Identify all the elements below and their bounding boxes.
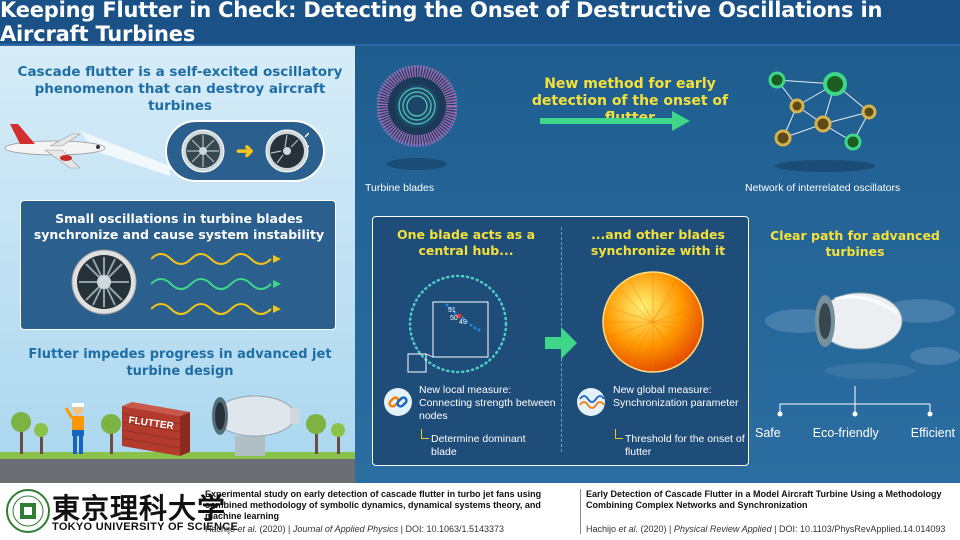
ref2-year: (2020) | [638,524,674,534]
global-measure-text: New global measure: Synchronization para… [613,384,739,409]
turbine-blades-icon [377,65,457,170]
university-name-en: TOKYO UNIVERSITY OF SCIENCE [52,521,239,533]
clear-path-text: Clear path for advanced turbines [770,228,940,259]
reference-separator [580,489,581,534]
jet-engine-stand-icon [212,395,300,456]
transition-arrow-icon [545,327,577,359]
global-measure-sub: Threshold for the onset of flutter [625,433,745,458]
reference-2-title: Early Detection of Cascade Flutter in a … [586,489,942,510]
ref1-doi: | DOI: 10.1063/1.5143373 [398,524,505,534]
ref2-authors: Hachijo [586,524,617,534]
turbine-fan-icon [71,249,137,315]
sync-instability-text: Small oscillations in turbine blades syn… [33,211,325,242]
network-node [768,71,877,151]
benefit-efficient: Efficient [910,426,955,440]
title-bar: Keeping Flutter in Check: Detecting the … [0,0,960,46]
engine-front-icon [181,129,225,173]
footer: 東京理科大学 TOKYO UNIVERSITY OF SCIENCE Exper… [0,483,960,540]
right-area: Turbine blades New method for early dete… [355,46,960,483]
hub-number: 51 [448,307,456,314]
right-arrow-icon: ➜ [235,138,255,163]
university-seal-icon [6,489,50,533]
ref1-year: (2020) | [257,524,293,534]
global-bracket [615,429,623,439]
synchronize-title: ...and other blades synchronize with it [590,227,726,258]
central-hub-title: One blade acts as a central hub... [396,227,536,258]
turbine-blades-label: Turbine blades [365,182,435,194]
advanced-jet-engine-icon [815,292,903,350]
airplane-icon [4,124,170,176]
sync-wave-icon [577,388,605,416]
local-measure-sub: Determine dominant blade [431,433,526,458]
ground-scene: FLUTTER [0,395,355,483]
ref1-authors: Hachijo [205,524,236,534]
reference-1-citation: Hachijo et al. (2020) | Journal of Appli… [205,524,504,534]
synchronized-sphere-icon [602,271,704,373]
tree-icon [11,412,345,454]
ref2-etal: et al. [616,524,639,534]
benefit-eco-friendly: Eco-friendly [812,426,879,440]
flutter-intro-text: Cascade flutter is a self-excited oscill… [17,64,343,114]
benefits-tree [777,386,933,417]
page-title: Keeping Flutter in Check: Detecting the … [0,0,883,46]
ref1-etal: et al. [235,524,258,534]
network-label: Network of interrelated oscillators [745,182,901,194]
broken-engine-icon [265,129,310,173]
sync-instability-box: Small oscillations in turbine blades syn… [20,200,336,330]
benefit-safe: Safe [755,426,781,440]
left-panel: Cascade flutter is a self-excited oscill… [0,46,355,483]
brick-wall-icon: FLUTTER [121,402,190,456]
engine-damage-pill: ➜ [165,120,325,182]
green-arrow-icon [540,111,690,131]
hub-diagram: 51 50 49 [407,274,508,374]
local-measure-text: New local measure: Connecting strength b… [419,384,556,422]
engineer-icon [64,403,84,454]
hub-number: 50 [450,315,458,322]
reference-2-citation: Hachijo et al. (2020) | Physical Review … [586,524,945,534]
chain-link-icon [384,388,412,416]
university-name-jp: 東京理科大学 [52,492,227,525]
impedes-text: Flutter impedes progress in advanced jet… [28,347,332,379]
benefits-list: Safe Eco-friendly Efficient [755,426,955,440]
ref2-journal: Physical Review Applied [673,524,772,534]
reference-1-title: Experimental study on early detection of… [205,489,542,521]
hub-number: 49 [459,319,467,326]
method-box: One blade acts as a central hub... ...an… [372,216,749,466]
ref2-doi: | DOI: 10.1103/PhysRevApplied.14.014093 [771,524,946,534]
oscillator-network-icon [768,71,877,172]
ref1-journal: Journal of Applied Physics [292,524,399,534]
synchronized-waves-icon [151,253,281,315]
local-bracket [421,429,429,439]
